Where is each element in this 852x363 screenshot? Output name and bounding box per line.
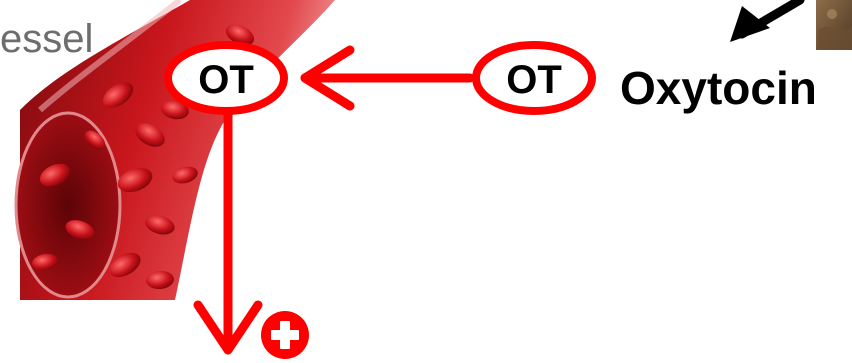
ot-vessel-badge: OT bbox=[164, 41, 288, 115]
release-arrow bbox=[193, 99, 263, 355]
ot-source-badge: OT bbox=[472, 41, 596, 115]
ot-source-ring bbox=[472, 41, 596, 115]
hormone-label: Oxytocin bbox=[620, 62, 817, 114]
incoming-arrow bbox=[730, 0, 805, 42]
release-arrow-head bbox=[193, 300, 263, 355]
vessel-label: essel bbox=[0, 17, 93, 61]
red-blood-cells bbox=[32, 24, 255, 290]
vessel-opening bbox=[14, 111, 122, 299]
ot-vessel-label: OT bbox=[198, 58, 254, 102]
ot-vessel-ring bbox=[164, 41, 288, 115]
thumbnail-image bbox=[816, 0, 852, 50]
ot-source-label: OT bbox=[506, 58, 562, 102]
vessel-inner-wall bbox=[38, 0, 182, 113]
plus-icon bbox=[261, 311, 309, 359]
transport-arrow-head bbox=[300, 45, 355, 111]
incoming-arrow-head bbox=[730, 6, 770, 42]
transport-arrow bbox=[300, 45, 475, 111]
